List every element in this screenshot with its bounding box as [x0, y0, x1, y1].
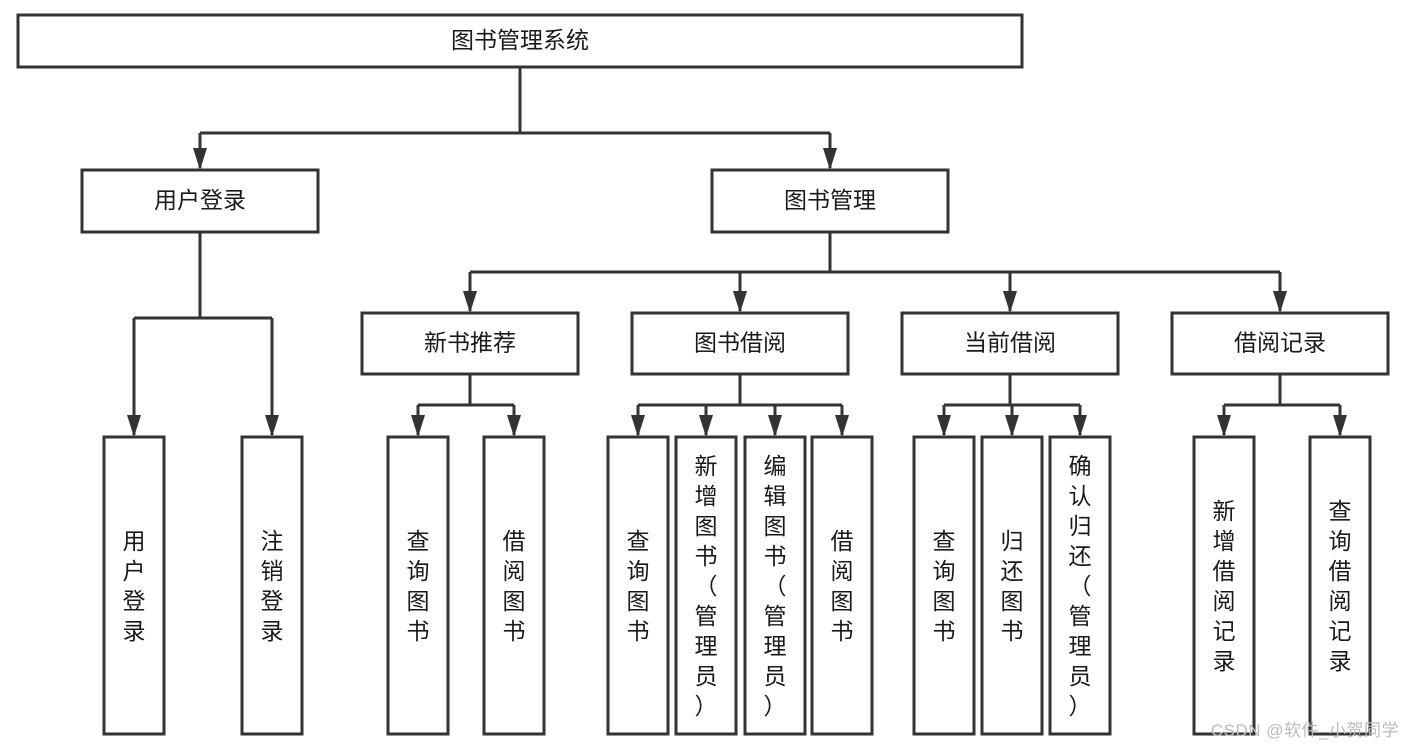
node-leaf-query-book-1[interactable]: 查询图书: [386, 435, 450, 736]
node-leaf-query-book-2-label: 查询图书: [627, 528, 650, 644]
connector-current-borrow-to-leaves: [937, 374, 1087, 437]
arrow-head: [835, 415, 849, 437]
node-leaf-add-book[interactable]: 新增图书（管理员）: [674, 435, 738, 736]
node-leaf-query-book-1-label: 查询图书: [407, 528, 430, 644]
connector-book-manage-to-level3: [463, 232, 1287, 313]
arrow-head: [937, 415, 951, 437]
node-book-manage[interactable]: 图书管理: [710, 168, 950, 234]
arrow-head: [699, 415, 713, 437]
node-root-system-box[interactable]: [16, 13, 1024, 69]
node-layer: 图书管理系统用户登录图书管理新书推荐图书借阅当前借阅借阅记录用户登录注销登录查询…: [16, 13, 1390, 736]
node-leaf-add-record-box[interactable]: [1192, 435, 1256, 736]
node-leaf-query-record-label: 查询借阅记录: [1329, 498, 1352, 674]
connector-root-to-level2: [193, 67, 837, 170]
node-leaf-add-book-box[interactable]: [674, 435, 738, 736]
node-borrow-record[interactable]: 借阅记录: [1170, 311, 1390, 376]
node-user-login[interactable]: 用户登录: [80, 168, 320, 234]
node-root-system[interactable]: 图书管理系统: [16, 13, 1024, 69]
node-leaf-confirm-return-label: 确认归还（管理员）: [1069, 453, 1092, 719]
arrow-head: [1273, 291, 1287, 313]
arrow-head: [631, 415, 645, 437]
node-book-borrow[interactable]: 图书借阅: [630, 311, 850, 376]
arrow-head: [1217, 415, 1231, 437]
node-book-manage-label: 图书管理: [784, 187, 876, 213]
node-leaf-borrow-book-1-label: 借阅图书: [503, 528, 526, 644]
node-user-login-box[interactable]: [80, 168, 320, 234]
connector-user-login-to-leaves: [127, 232, 279, 437]
connector-new-book-rec-to-leaves: [411, 374, 521, 437]
node-user-login-label: 用户登录: [154, 187, 246, 213]
node-leaf-user-login-box[interactable]: [102, 435, 166, 736]
node-leaf-user-logout-label: 注销登录: [261, 528, 284, 644]
node-leaf-confirm-return[interactable]: 确认归还（管理员）: [1048, 435, 1112, 736]
node-leaf-return-book[interactable]: 归还图书: [980, 435, 1044, 736]
node-leaf-user-logout[interactable]: 注销登录: [240, 435, 304, 736]
node-leaf-edit-book-box[interactable]: [743, 435, 807, 736]
arrow-head: [507, 415, 521, 437]
node-leaf-query-book-2[interactable]: 查询图书: [606, 435, 670, 736]
arrow-head: [823, 148, 837, 170]
arrow-head: [127, 415, 141, 437]
node-new-book-rec-box[interactable]: [360, 311, 580, 376]
node-leaf-edit-book[interactable]: 编辑图书（管理员）: [743, 435, 807, 736]
node-book-borrow-label: 图书借阅: [694, 330, 786, 356]
node-leaf-user-login[interactable]: 用户登录: [102, 435, 166, 736]
node-new-book-rec-label: 新书推荐: [424, 330, 516, 356]
node-leaf-edit-book-label: 编辑图书（管理员）: [764, 453, 787, 719]
node-leaf-return-book-box[interactable]: [980, 435, 1044, 736]
node-borrow-record-label: 借阅记录: [1234, 330, 1326, 356]
connector-layer: [127, 67, 1347, 437]
arrow-head: [1003, 291, 1017, 313]
node-leaf-borrow-book-1[interactable]: 借阅图书: [482, 435, 546, 736]
node-root-system-label: 图书管理系统: [451, 27, 589, 53]
node-leaf-query-record-box[interactable]: [1308, 435, 1372, 736]
node-leaf-borrow-book-2-box[interactable]: [810, 435, 874, 736]
connector-book-borrow-to-leaves: [631, 374, 849, 437]
node-leaf-query-book-3-box[interactable]: [912, 435, 976, 736]
node-book-borrow-box[interactable]: [630, 311, 850, 376]
arrow-head: [193, 148, 207, 170]
node-leaf-return-book-label: 归还图书: [1001, 528, 1024, 644]
node-leaf-query-book-1-box[interactable]: [386, 435, 450, 736]
node-book-manage-box[interactable]: [710, 168, 950, 234]
node-leaf-user-login-label: 用户登录: [123, 528, 146, 644]
node-leaf-borrow-book-1-box[interactable]: [482, 435, 546, 736]
node-leaf-borrow-book-2-label: 借阅图书: [831, 528, 854, 644]
node-leaf-query-book-2-box[interactable]: [606, 435, 670, 736]
node-leaf-borrow-book-2[interactable]: 借阅图书: [810, 435, 874, 736]
arrow-head: [1333, 415, 1347, 437]
node-current-borrow[interactable]: 当前借阅: [900, 311, 1120, 376]
node-current-borrow-box[interactable]: [900, 311, 1120, 376]
arrow-head: [733, 291, 747, 313]
node-borrow-record-box[interactable]: [1170, 311, 1390, 376]
node-leaf-confirm-return-box[interactable]: [1048, 435, 1112, 736]
node-leaf-query-book-3[interactable]: 查询图书: [912, 435, 976, 736]
arrow-head: [411, 415, 425, 437]
node-new-book-rec[interactable]: 新书推荐: [360, 311, 580, 376]
node-leaf-add-record[interactable]: 新增借阅记录: [1192, 435, 1256, 736]
arrow-head: [265, 415, 279, 437]
arrow-head: [1005, 415, 1019, 437]
node-current-borrow-label: 当前借阅: [964, 330, 1056, 356]
connector-borrow-record-to-leaves: [1217, 374, 1347, 437]
node-leaf-user-logout-box[interactable]: [240, 435, 304, 736]
arrow-head: [768, 415, 782, 437]
node-leaf-add-record-label: 新增借阅记录: [1213, 498, 1236, 674]
node-leaf-add-book-label: 新增图书（管理员）: [695, 453, 718, 719]
node-leaf-query-book-3-label: 查询图书: [933, 528, 956, 644]
node-leaf-query-record[interactable]: 查询借阅记录: [1308, 435, 1372, 736]
arrow-head: [1073, 415, 1087, 437]
arrow-head: [463, 291, 477, 313]
